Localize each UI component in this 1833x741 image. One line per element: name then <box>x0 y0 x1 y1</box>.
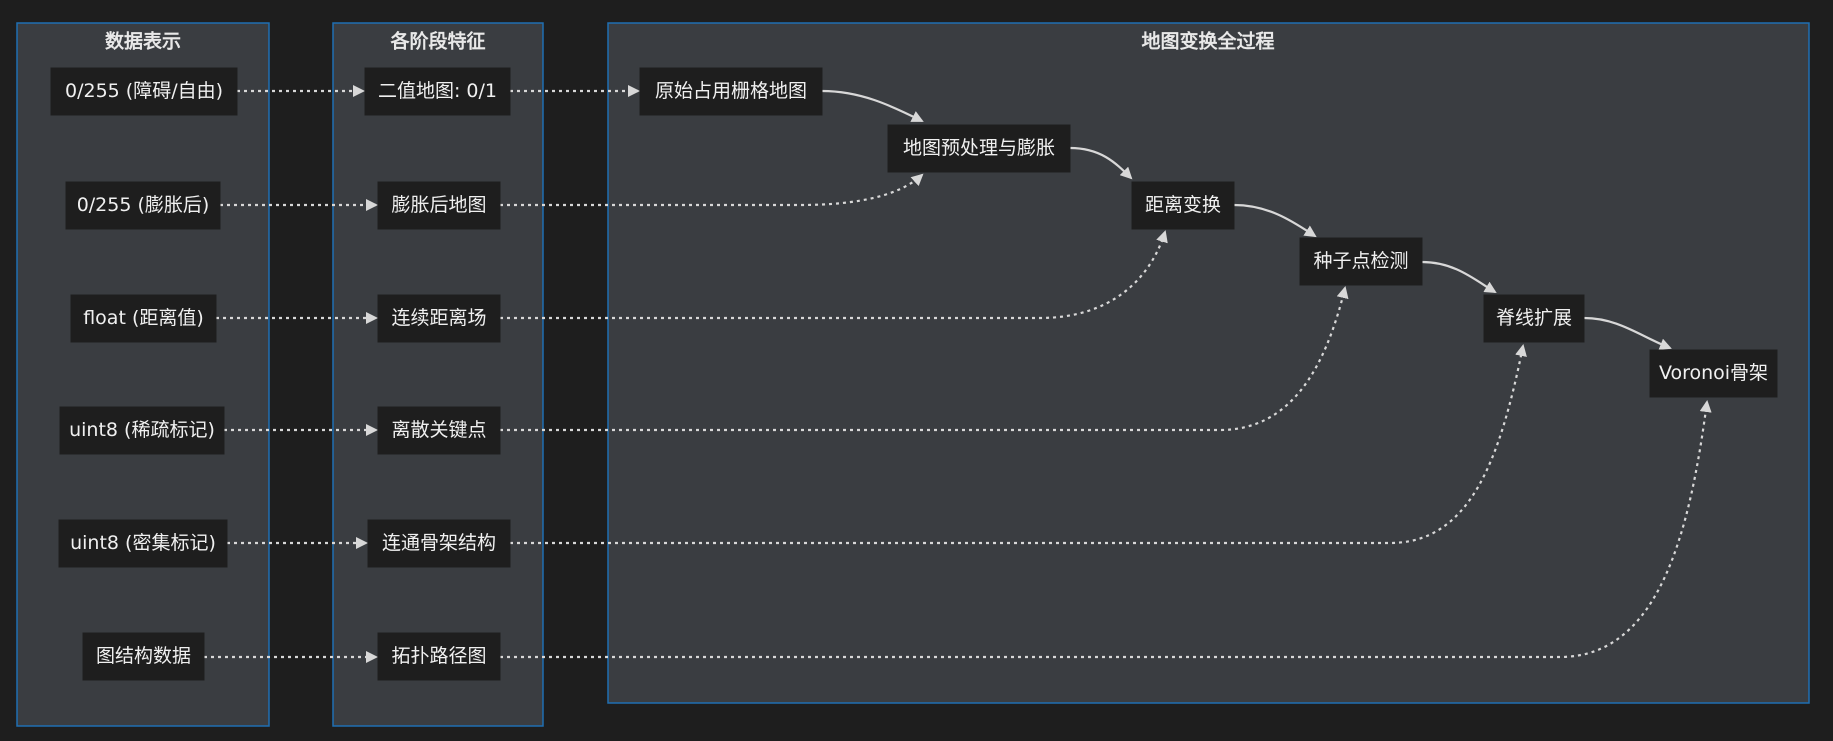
feature-node[interactable]: 离散关键点 <box>377 406 501 455</box>
process-nodes: 原始占用栅格地图 地图预处理与膨胀 距离变换 种子点检测 脊线扩展 Vorono… <box>639 67 1778 398</box>
edges-process-chain <box>821 89 1672 350</box>
process-node[interactable]: 距离变换 <box>1131 181 1235 230</box>
cluster-stage-features: 各阶段特征 <box>332 22 544 727</box>
data-node[interactable]: 0/255 (膨胀后) <box>65 181 221 230</box>
process-node[interactable]: 种子点检测 <box>1299 237 1423 286</box>
data-nodes: 0/255 (障碍/自由) 0/255 (膨胀后) float (距离值) ui… <box>50 67 238 681</box>
process-node[interactable]: 地图预处理与膨胀 <box>887 124 1071 173</box>
data-node-label: 图结构数据 <box>96 645 191 667</box>
feature-node-label: 膨胀后地图 <box>391 194 486 216</box>
edge-process-3-to-4 <box>1233 203 1317 238</box>
feature-node-label: 拓扑路径图 <box>391 645 486 667</box>
data-node[interactable]: float (距离值) <box>70 294 217 343</box>
feature-node[interactable]: 二值地图: 0/1 <box>364 67 511 116</box>
data-node-box <box>59 406 225 455</box>
data-node[interactable]: 0/255 (障碍/自由) <box>50 67 238 116</box>
cluster-data-representation: 数据表示 <box>16 22 270 727</box>
data-node-box <box>58 519 228 568</box>
process-node-box <box>1649 349 1778 398</box>
process-node-box <box>639 67 823 116</box>
edge-feature-6-to-process-6 <box>500 400 1712 659</box>
data-node-label: float (距离值) <box>83 307 204 329</box>
data-node[interactable]: 图结构数据 <box>82 632 205 681</box>
feature-node[interactable]: 拓扑路径图 <box>377 632 501 681</box>
feature-node-box <box>367 519 511 568</box>
edges-data-to-feature <box>204 85 378 663</box>
cluster-data-representation-title: 数据表示 <box>105 30 181 53</box>
process-node[interactable]: 脊线扩展 <box>1483 294 1585 343</box>
feature-node-box <box>377 181 501 230</box>
edges-feature-to-process <box>500 85 1712 659</box>
edge-feature-4-to-process-4 <box>500 286 1349 432</box>
edge-process-4-to-5 <box>1421 260 1497 294</box>
cluster-transform-process: 地图变换全过程 <box>607 22 1810 704</box>
data-node-label: uint8 (稀疏标记) <box>69 419 215 441</box>
feature-node[interactable]: 连通骨架结构 <box>367 519 511 568</box>
process-node-box <box>1299 237 1423 286</box>
process-node-box <box>1483 294 1585 343</box>
feature-nodes: 二值地图: 0/1 膨胀后地图 连续距离场 离散关键点 连通骨架结构 拓扑路径图 <box>364 67 511 681</box>
data-node-box <box>65 181 221 230</box>
process-node[interactable]: 原始占用栅格地图 <box>639 67 823 116</box>
process-node[interactable]: Voronoi骨架 <box>1649 349 1778 398</box>
data-node[interactable]: uint8 (稀疏标记) <box>59 406 225 455</box>
feature-node-label: 连续距离场 <box>391 307 486 329</box>
feature-node[interactable]: 膨胀后地图 <box>377 181 501 230</box>
cluster-data-representation-box <box>16 22 270 727</box>
edge-feature-5-to-process-5 <box>510 344 1527 545</box>
cluster-transform-process-box <box>607 22 1810 704</box>
process-node-box <box>1131 181 1235 230</box>
data-node-box <box>50 67 238 116</box>
feature-node-label: 二值地图: 0/1 <box>378 80 497 102</box>
data-node-box <box>70 294 217 343</box>
cluster-stage-features-title: 各阶段特征 <box>389 30 485 53</box>
process-node-label: 距离变换 <box>1145 194 1221 216</box>
cluster-transform-process-title: 地图变换全过程 <box>1141 30 1274 53</box>
data-node-box <box>82 632 205 681</box>
process-node-label: 种子点检测 <box>1313 250 1408 272</box>
process-node-label: 地图预处理与膨胀 <box>903 137 1055 159</box>
data-node-label: uint8 (密集标记) <box>70 532 216 554</box>
process-node-label: Voronoi骨架 <box>1659 362 1768 384</box>
cluster-stage-features-box <box>332 22 544 727</box>
edge-process-2-to-3 <box>1069 146 1133 180</box>
process-node-label: 原始占用栅格地图 <box>655 80 807 102</box>
process-node-box <box>887 124 1071 173</box>
data-node-label: 0/255 (障碍/自由) <box>65 80 223 102</box>
process-node-label: 脊线扩展 <box>1496 307 1572 329</box>
feature-node-box <box>377 632 501 681</box>
data-node-label: 0/255 (膨胀后) <box>77 194 210 216</box>
feature-node-label: 连通骨架结构 <box>382 532 496 554</box>
feature-node-label: 离散关键点 <box>391 419 486 441</box>
edge-process-5-to-6 <box>1583 316 1672 350</box>
data-node[interactable]: uint8 (密集标记) <box>58 519 228 568</box>
edge-process-1-to-2 <box>821 89 924 122</box>
feature-node[interactable]: 连续距离场 <box>377 294 501 343</box>
feature-node-box <box>377 406 501 455</box>
feature-node-box <box>377 294 501 343</box>
feature-node-box <box>364 67 511 116</box>
